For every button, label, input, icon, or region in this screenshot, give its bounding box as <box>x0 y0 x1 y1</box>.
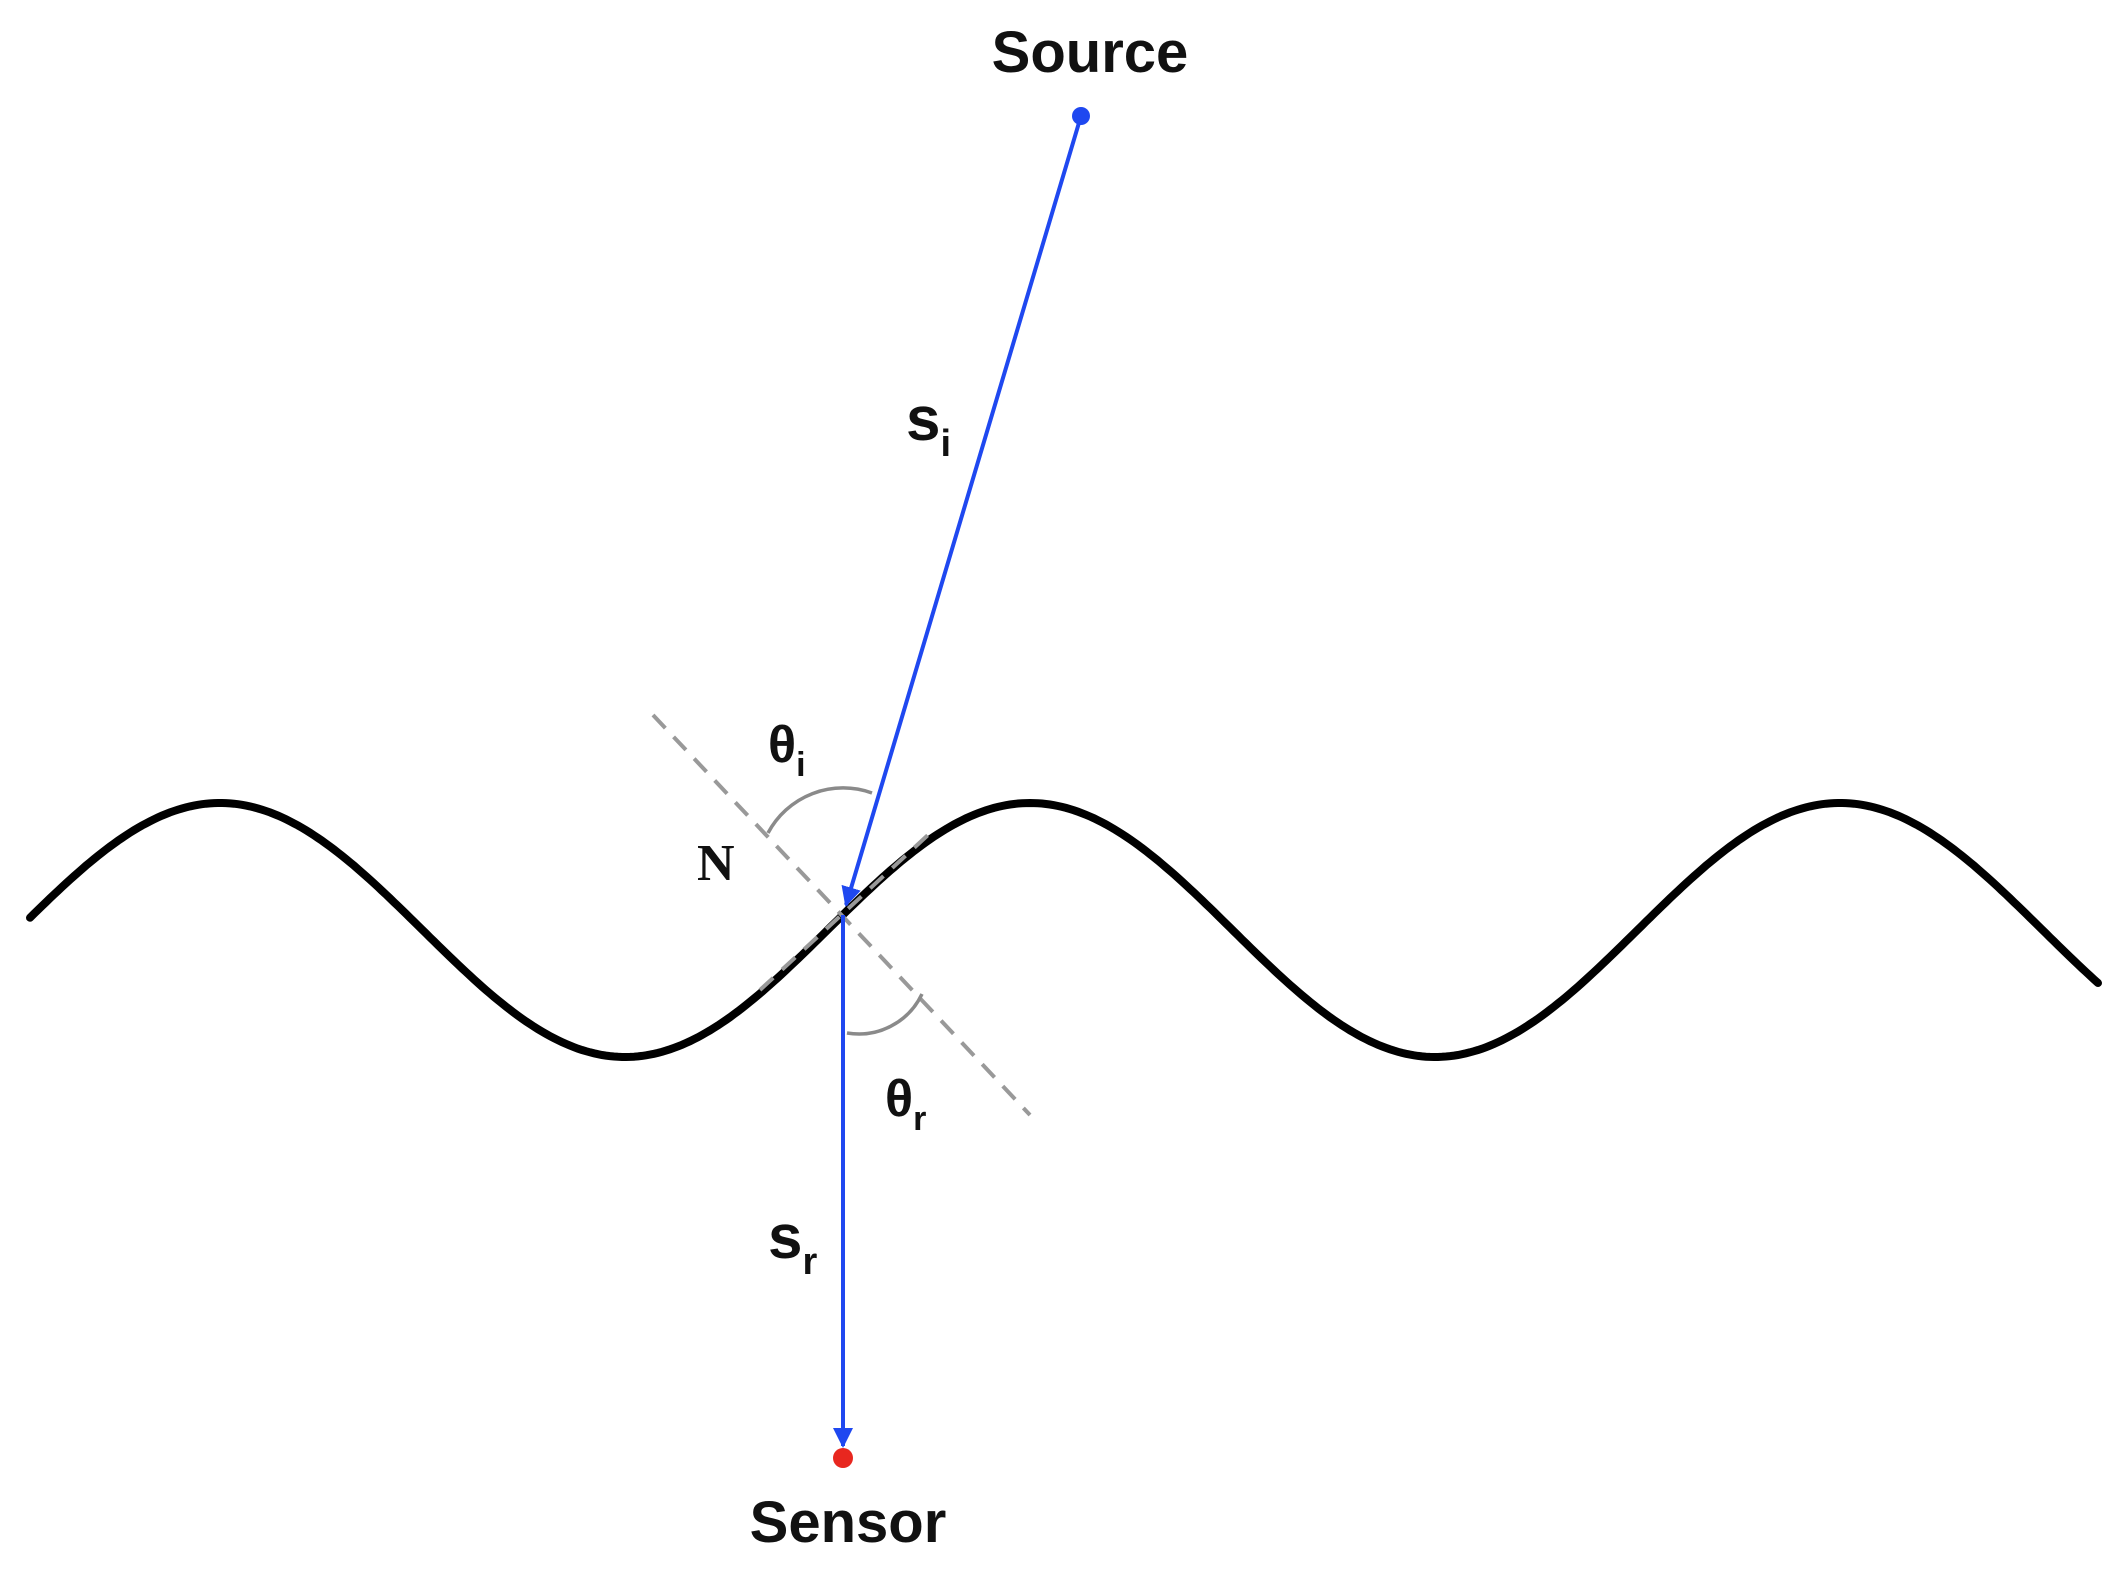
source-label: Source <box>992 20 1189 85</box>
incident-angle-label: θi <box>768 716 806 784</box>
reflected-angle-label: θr <box>885 1070 926 1138</box>
sensor-point <box>833 1448 853 1468</box>
surface-wave <box>26 798 2102 1061</box>
reflected-angle-arc <box>846 993 924 1036</box>
normal-label: N <box>697 835 735 892</box>
source-point <box>1072 107 1090 125</box>
sensor-label: Sensor <box>750 1490 947 1555</box>
incident-angle-arc <box>766 786 873 834</box>
reflected-vector-label: sr <box>768 1203 817 1283</box>
incident-ray <box>841 115 1083 907</box>
tangent-line <box>758 833 930 992</box>
incident-vector-label: si <box>906 385 951 465</box>
